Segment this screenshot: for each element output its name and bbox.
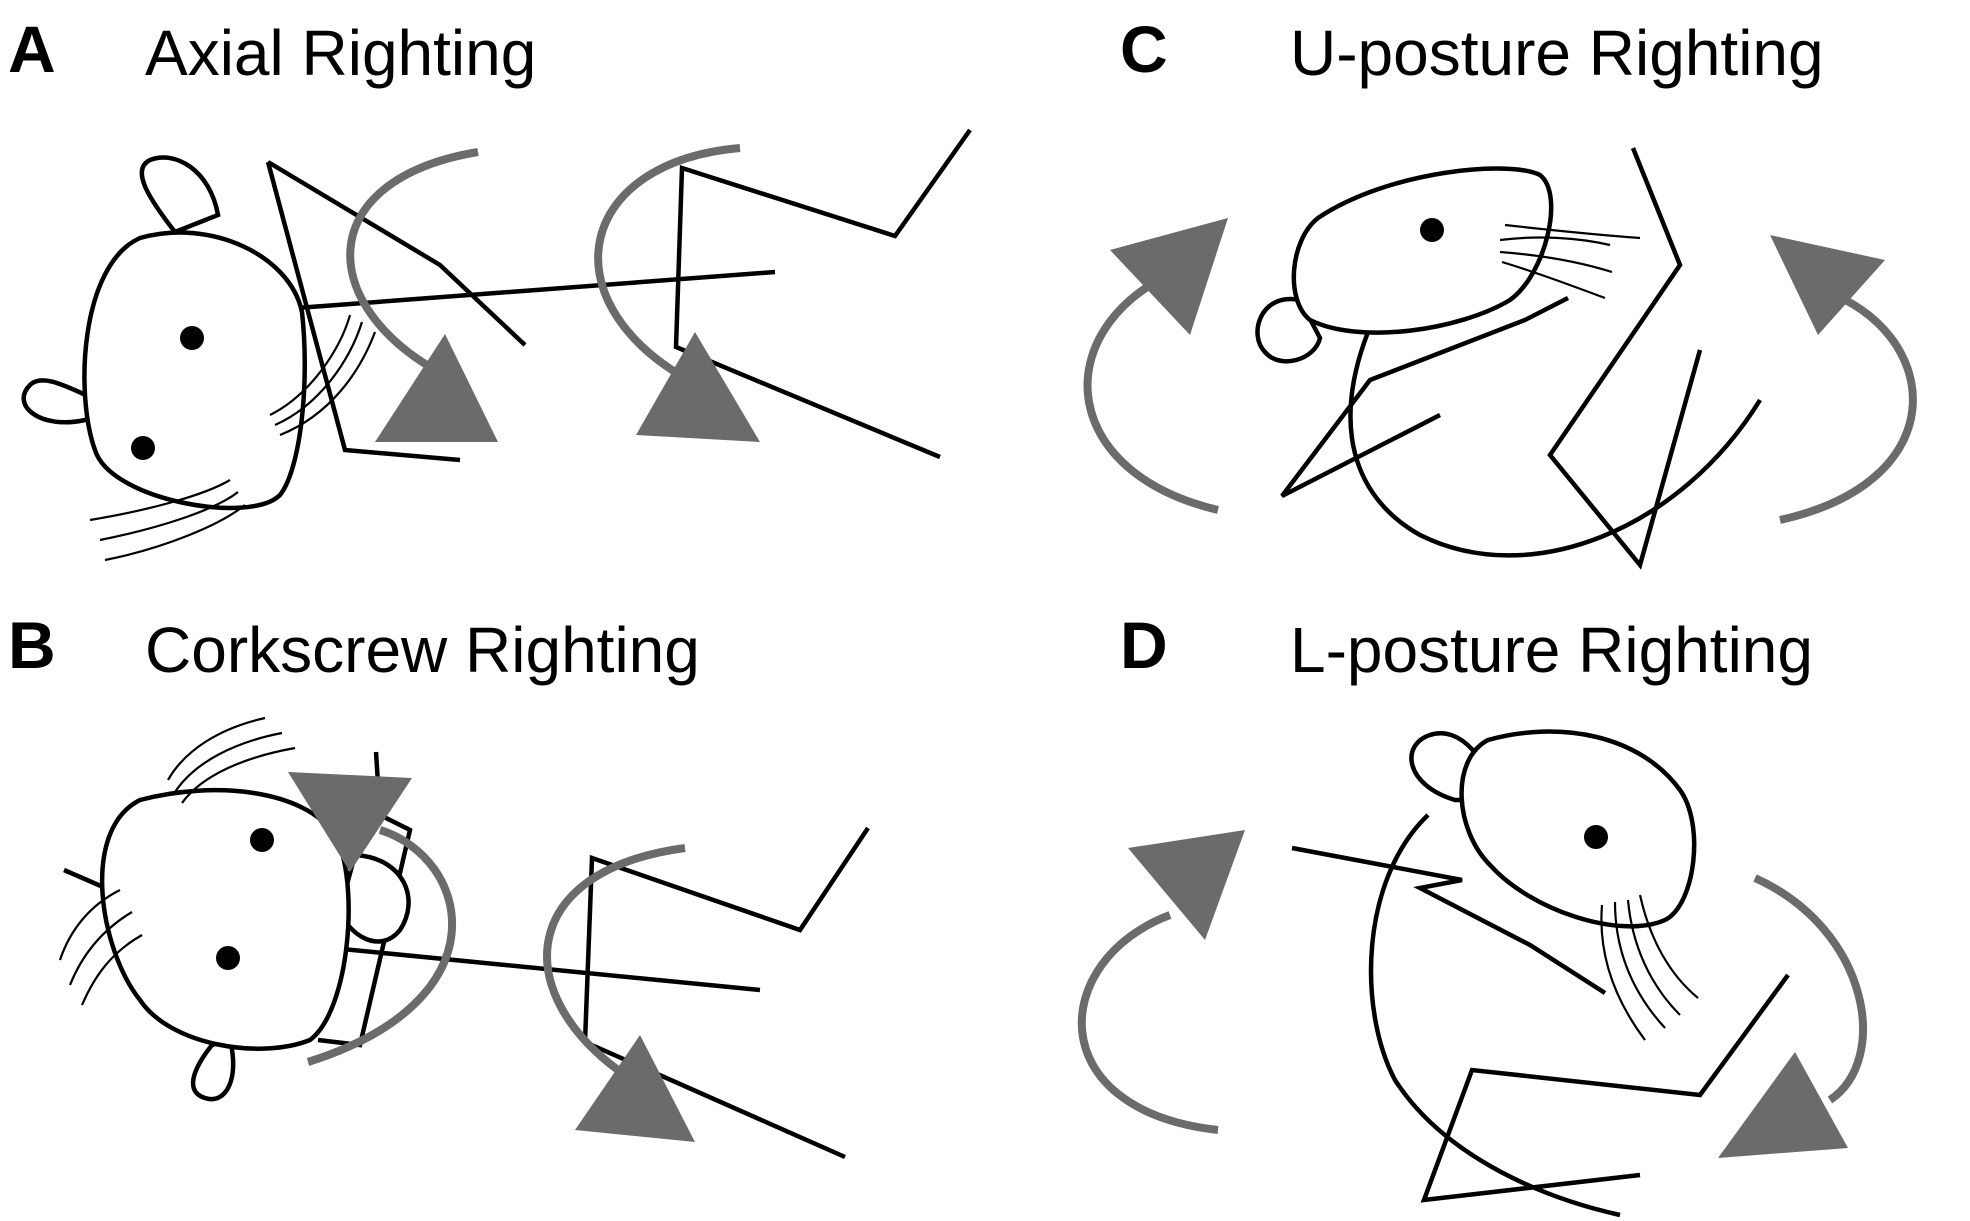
rat-c-forelimb-icon [1280,295,1570,499]
panel-d: D L-posture Righting [1077,608,1867,1218]
rat-a-hindlimb-icon [265,128,972,463]
rat-d-forelimb-icon [1291,845,1607,995]
rat-c-head-icon [1255,166,1641,364]
rotation-arrow-icon [346,144,760,442]
panel-a: A Axial Righting [8,12,972,562]
rat-c-body-icon [1348,147,1762,570]
panel-b-letter: B [8,608,56,682]
panel-c: C U-posture Righting [1083,12,1917,570]
rotation-arrow-icon [1083,218,1917,524]
panel-b: B Corkscrew Righting [8,608,870,1160]
panel-a-title: Axial Righting [145,17,536,89]
rat-b-head-icon [58,716,411,1102]
panel-a-letter: A [8,12,56,86]
rat-a-body-icon [269,269,776,313]
rotation-arrow-icon [1077,830,1867,1158]
rotation-arrow-icon [288,772,695,1142]
rat-d-body-icon [1368,813,1790,1218]
rat-a-head-icon [21,155,377,562]
panel-d-letter: D [1120,608,1168,682]
panel-c-title: U-posture Righting [1290,17,1824,89]
panel-b-title: Corkscrew Righting [145,614,700,686]
panel-c-letter: C [1120,12,1168,86]
rat-d-head-icon [1409,729,1699,1041]
panel-d-title: L-posture Righting [1290,614,1813,686]
